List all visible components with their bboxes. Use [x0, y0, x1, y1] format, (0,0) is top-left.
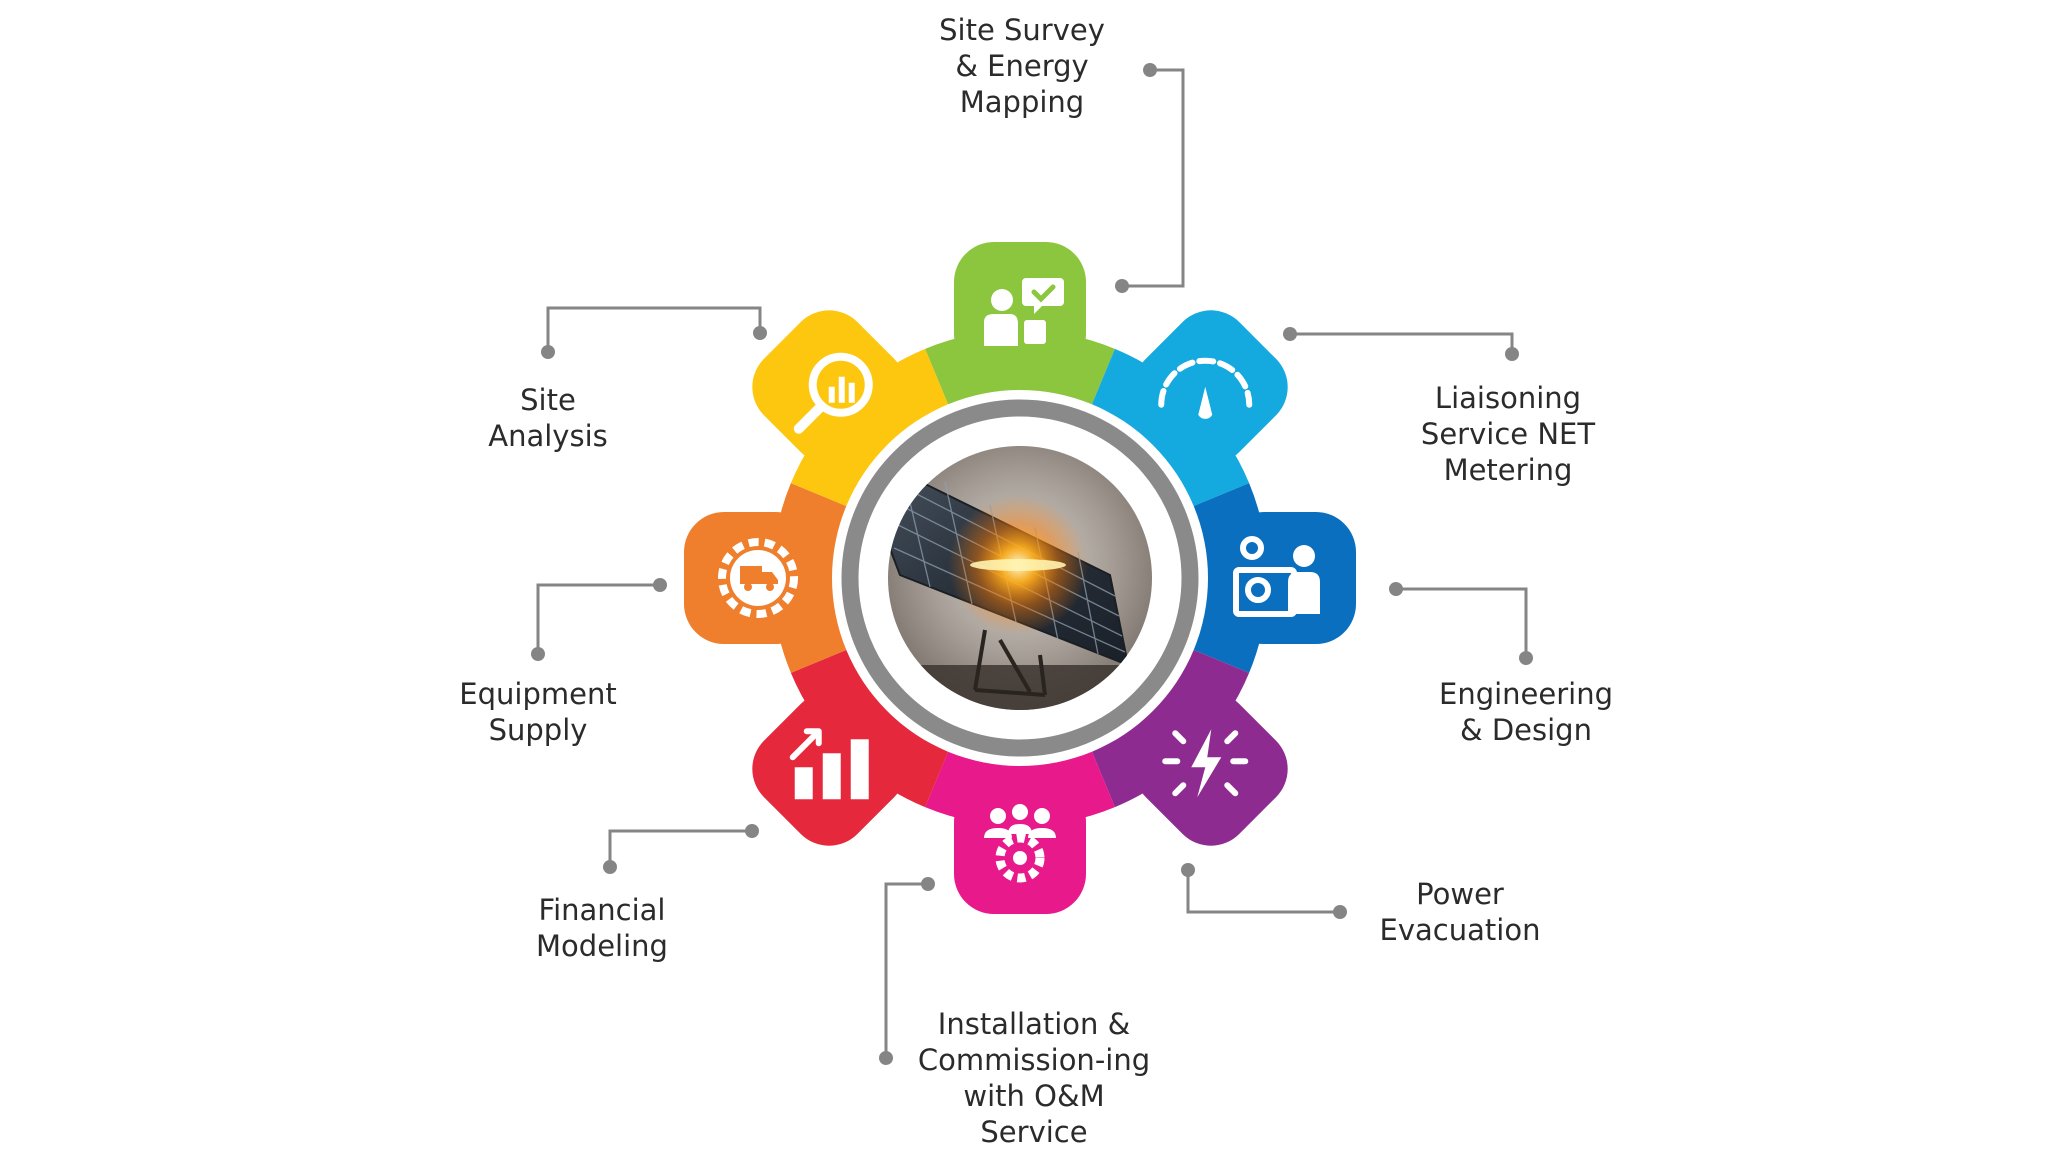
growth-chart-icon [789, 728, 869, 800]
connector-installation [884, 882, 928, 1058]
magnifier-chart-icon [793, 352, 873, 434]
connector-liaisoning [1290, 332, 1514, 354]
connector-power-evacuation-start-dot [1181, 863, 1195, 877]
connector-power-evacuation-end-dot [1333, 905, 1347, 919]
connector-site-analysis [546, 306, 762, 352]
connector-installation-start-dot [921, 877, 935, 891]
connector-site-survey [1122, 68, 1185, 288]
colored-wheel [684, 242, 1356, 914]
connector-financial-end-dot [603, 860, 617, 874]
wheel-tab-installation [954, 782, 1086, 914]
connector-site-analysis-start-dot [753, 326, 767, 340]
connector-equipment-end-dot [531, 647, 545, 661]
connector-financial-start-dot [745, 824, 759, 838]
wheel-tab-liaisoning [1134, 310, 1288, 464]
connector-site-analysis-end-dot [541, 345, 555, 359]
connector-power-evacuation [1186, 870, 1340, 914]
connector-equipment-start-dot [653, 578, 667, 592]
connector-engineering-start-dot [1389, 582, 1403, 596]
person-checklist-icon [984, 278, 1064, 346]
connector-liaisoning-start-dot [1283, 327, 1297, 341]
team-gear-icon [984, 804, 1056, 883]
meter-gauge-icon [1158, 357, 1253, 419]
connector-site-survey-start-dot [1115, 279, 1129, 293]
connector-installation-end-dot [879, 1051, 893, 1065]
connector-equipment [536, 583, 660, 654]
label-engineering: Engineering& Design [1439, 677, 1613, 747]
connector-site-survey-end-dot [1143, 63, 1157, 77]
connector-lines [531, 63, 1533, 1065]
center-outer-ring [841, 399, 1199, 757]
lightning-bolt-icon [1162, 729, 1249, 798]
connector-liaisoning-end-dot [1505, 347, 1519, 361]
wheel-tab-site-survey [954, 242, 1086, 374]
connector-financial [608, 829, 752, 867]
truck-gear-icon [718, 538, 798, 618]
connector-engineering [1396, 587, 1528, 658]
engineer-blueprint-icon [1233, 536, 1320, 617]
connector-engineering-end-dot [1519, 651, 1533, 665]
